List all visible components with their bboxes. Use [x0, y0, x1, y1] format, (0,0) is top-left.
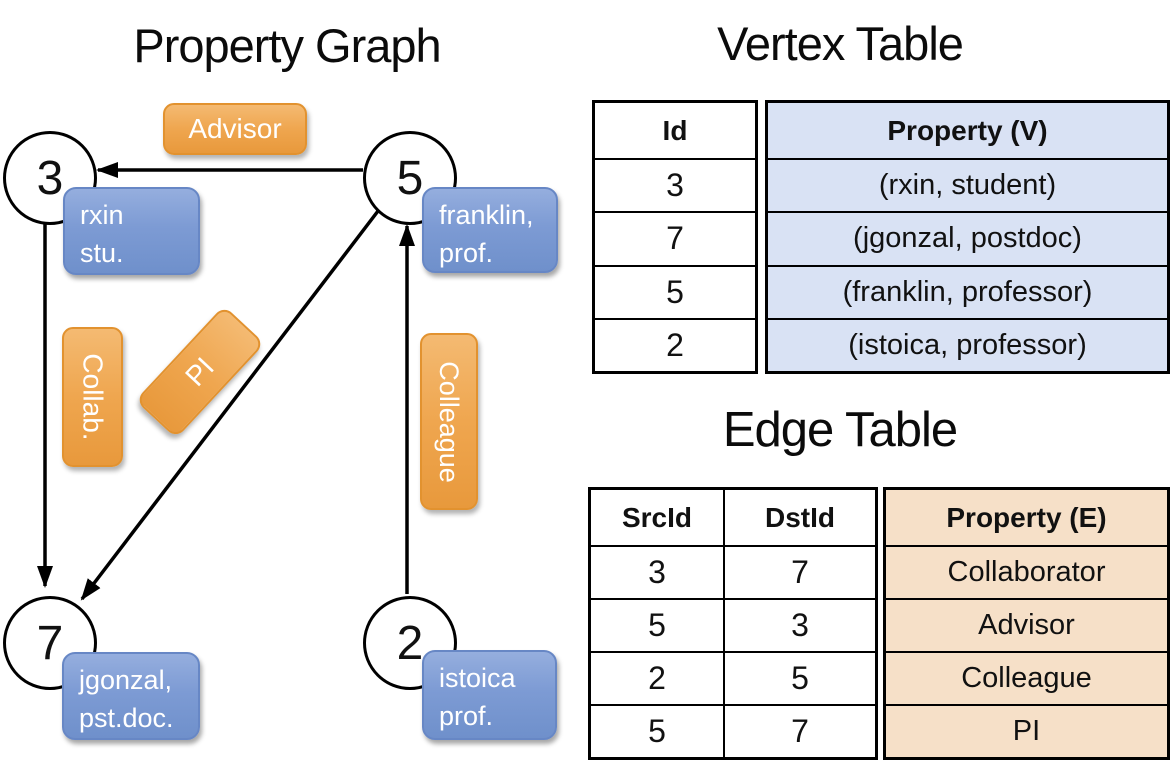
edge-table-title: Edge Table: [722, 403, 958, 457]
vertex-property-line: jgonzal,: [79, 665, 173, 695]
edge-table: SrcId 3 5 2 5 DstId 7 3 5 7 Property (E)…: [588, 487, 1170, 760]
vertex-table-id-column: Id 3 7 5 2: [592, 100, 758, 374]
edge-table-property-cell: PI: [886, 704, 1167, 757]
vertex-property-line: franklin,: [439, 200, 534, 230]
edge-table-dstid-cell: 7: [725, 704, 875, 757]
edge-label-text: Colleague: [434, 360, 465, 483]
vertex-table: Id 3 7 5 2 Property (V) (rxin, student) …: [592, 100, 1170, 374]
edge-table-srcid-cell: 5: [591, 598, 723, 651]
vertex-table-id-cell: 7: [595, 211, 755, 264]
vertex-id: 7: [36, 616, 64, 670]
edge-table-dstid-cell: 3: [725, 598, 875, 651]
vertex-property-line: stu.: [80, 238, 124, 269]
edge-label-text: Collab.: [77, 353, 109, 441]
vertex-table-property-cell: (rxin, student): [768, 158, 1167, 211]
vertex-table-property-cell: (franklin, professor): [768, 264, 1167, 318]
vertex-property-line: istoica: [439, 663, 516, 693]
vertex-table-id-cell: 2: [595, 317, 755, 371]
vertex-node-5: 5: [363, 131, 457, 225]
edge-label-colleague: Colleague: [420, 333, 478, 510]
vertex-id: 2: [396, 616, 424, 670]
edge-table-srcid-cell: 2: [591, 651, 723, 704]
vertex-table-id-cell: 3: [595, 158, 755, 211]
vertex-table-property-cell: (istoica, professor): [768, 317, 1167, 371]
edge-table-header-srcid: SrcId: [621, 501, 693, 533]
edge-label-advisor: Advisor: [163, 103, 307, 155]
vertex-table-id-cell: 5: [595, 264, 755, 318]
edge-table-dstid-cell: 7: [725, 545, 875, 598]
edge-table-property-cell: Colleague: [886, 651, 1167, 704]
vertex-table-title: Vertex Table: [717, 17, 964, 70]
edge-arrow-pi-5-to-7: [80, 209, 380, 601]
edge-table-property-cell: Collaborator: [886, 545, 1167, 598]
vertex-property-box-5: franklin, prof.: [422, 187, 558, 273]
edge-table-property-column: Property (E) Collaborator Advisor Collea…: [883, 487, 1170, 760]
edge-label-text: Advisor: [188, 113, 282, 144]
vertex-property-line: pst.doc.: [79, 703, 174, 734]
vertex-property-box-2: istoica prof.: [422, 650, 557, 740]
vertex-property-line: prof.: [439, 701, 494, 732]
vertex-id: 5: [396, 151, 424, 205]
edge-table-srcid-column: SrcId 3 5 2 5: [591, 490, 723, 757]
edge-label-collab: Collab.: [62, 327, 123, 467]
edge-table-header-dstid: DstId: [765, 501, 835, 533]
edge-table-srcid-cell: 3: [591, 545, 723, 598]
edge-table-property-cell: Advisor: [886, 598, 1167, 651]
edge-table-dstid-cell: 5: [725, 651, 875, 704]
edge-table-header-property: Property (E): [946, 501, 1107, 533]
property-graph-title: Property Graph: [133, 19, 441, 72]
edge-table-dstid-column: DstId 7 3 5 7: [723, 490, 875, 757]
vertex-table-header-id: Id: [662, 114, 688, 146]
vertex-property-box-3: rxin stu.: [63, 187, 200, 275]
edge-table-srcid-cell: 5: [591, 704, 723, 757]
vertex-property-line: prof.: [439, 238, 494, 269]
vertex-table-header-property: Property (V): [887, 114, 1048, 146]
vertex-id: 3: [36, 151, 64, 205]
edge-table-id-columns: SrcId 3 5 2 5 DstId 7 3 5 7: [588, 487, 878, 760]
vertex-table-property-cell: (jgonzal, postdoc): [768, 211, 1167, 264]
graph-edges-canvas: [37, 162, 415, 601]
vertex-table-property-column: Property (V) (rxin, student) (jgonzal, p…: [765, 100, 1170, 374]
vertex-property-line: rxin: [80, 200, 124, 230]
vertex-node-2: 2: [363, 596, 457, 690]
vertex-property-box-7: jgonzal, pst.doc.: [62, 652, 200, 740]
